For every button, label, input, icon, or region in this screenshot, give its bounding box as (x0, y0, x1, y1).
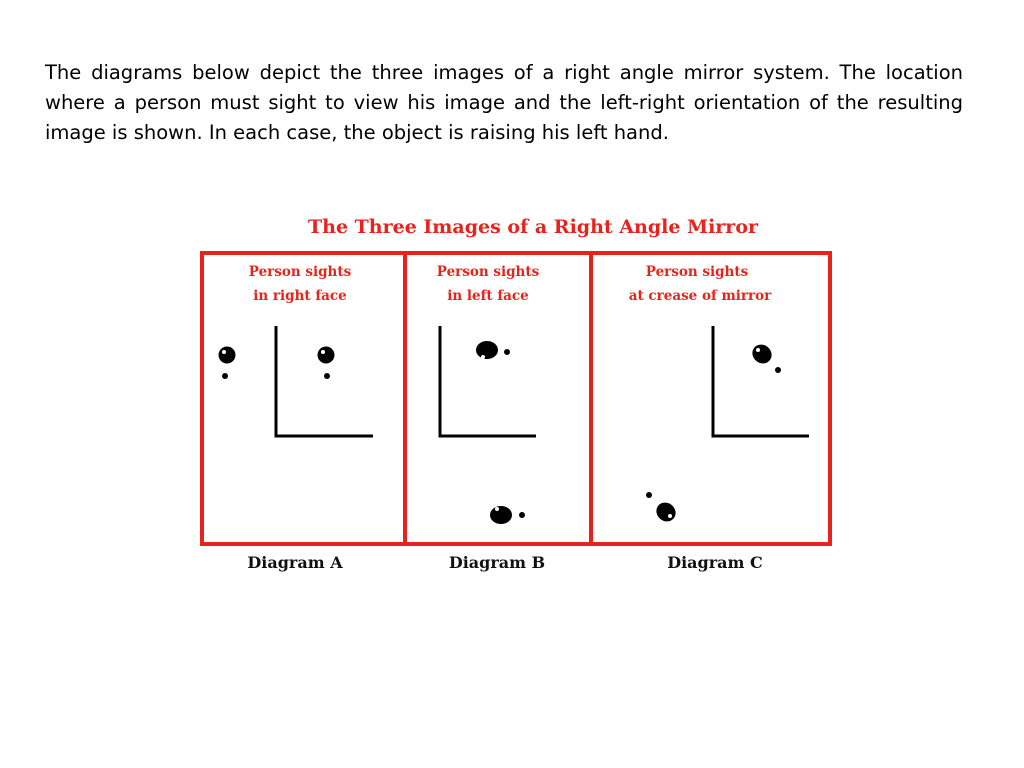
panel-b-caption-line2: in left face (447, 288, 528, 304)
panel-b-mirror (438, 326, 536, 438)
panel-a-caption-line2: in right face (253, 288, 346, 304)
panel-a-object (218, 346, 236, 379)
panel-b-object (490, 506, 525, 524)
panel-a-image (317, 346, 335, 379)
panel-c-caption-line2: at crease of mirror (629, 288, 772, 304)
panel-a: Person sights in right face Diagram A (218, 264, 373, 572)
panel-a-caption-line1: Person sights (249, 264, 352, 280)
panel-c: Person sights at crease of mirror Diagra… (629, 264, 809, 572)
panel-c-object (646, 492, 676, 522)
panel-b-caption-line1: Person sights (437, 264, 540, 280)
figure-frame (200, 251, 832, 546)
panel-c-image (752, 344, 781, 373)
panel-b: Person sights in left face Diagram B (437, 264, 545, 572)
diagram-c-label: Diagram C (667, 553, 763, 572)
diagram-a-label: Diagram A (247, 553, 343, 572)
panel-c-caption-line1: Person sights (646, 264, 749, 280)
panel-a-mirror (274, 326, 373, 438)
diagram-b-label: Diagram B (449, 553, 545, 572)
intro-paragraph: The diagrams below depict the three imag… (45, 61, 963, 144)
figure-title: The Three Images of a Right Angle Mirror (308, 216, 759, 238)
panel-c-mirror (711, 326, 809, 438)
panel-b-image (476, 341, 510, 359)
